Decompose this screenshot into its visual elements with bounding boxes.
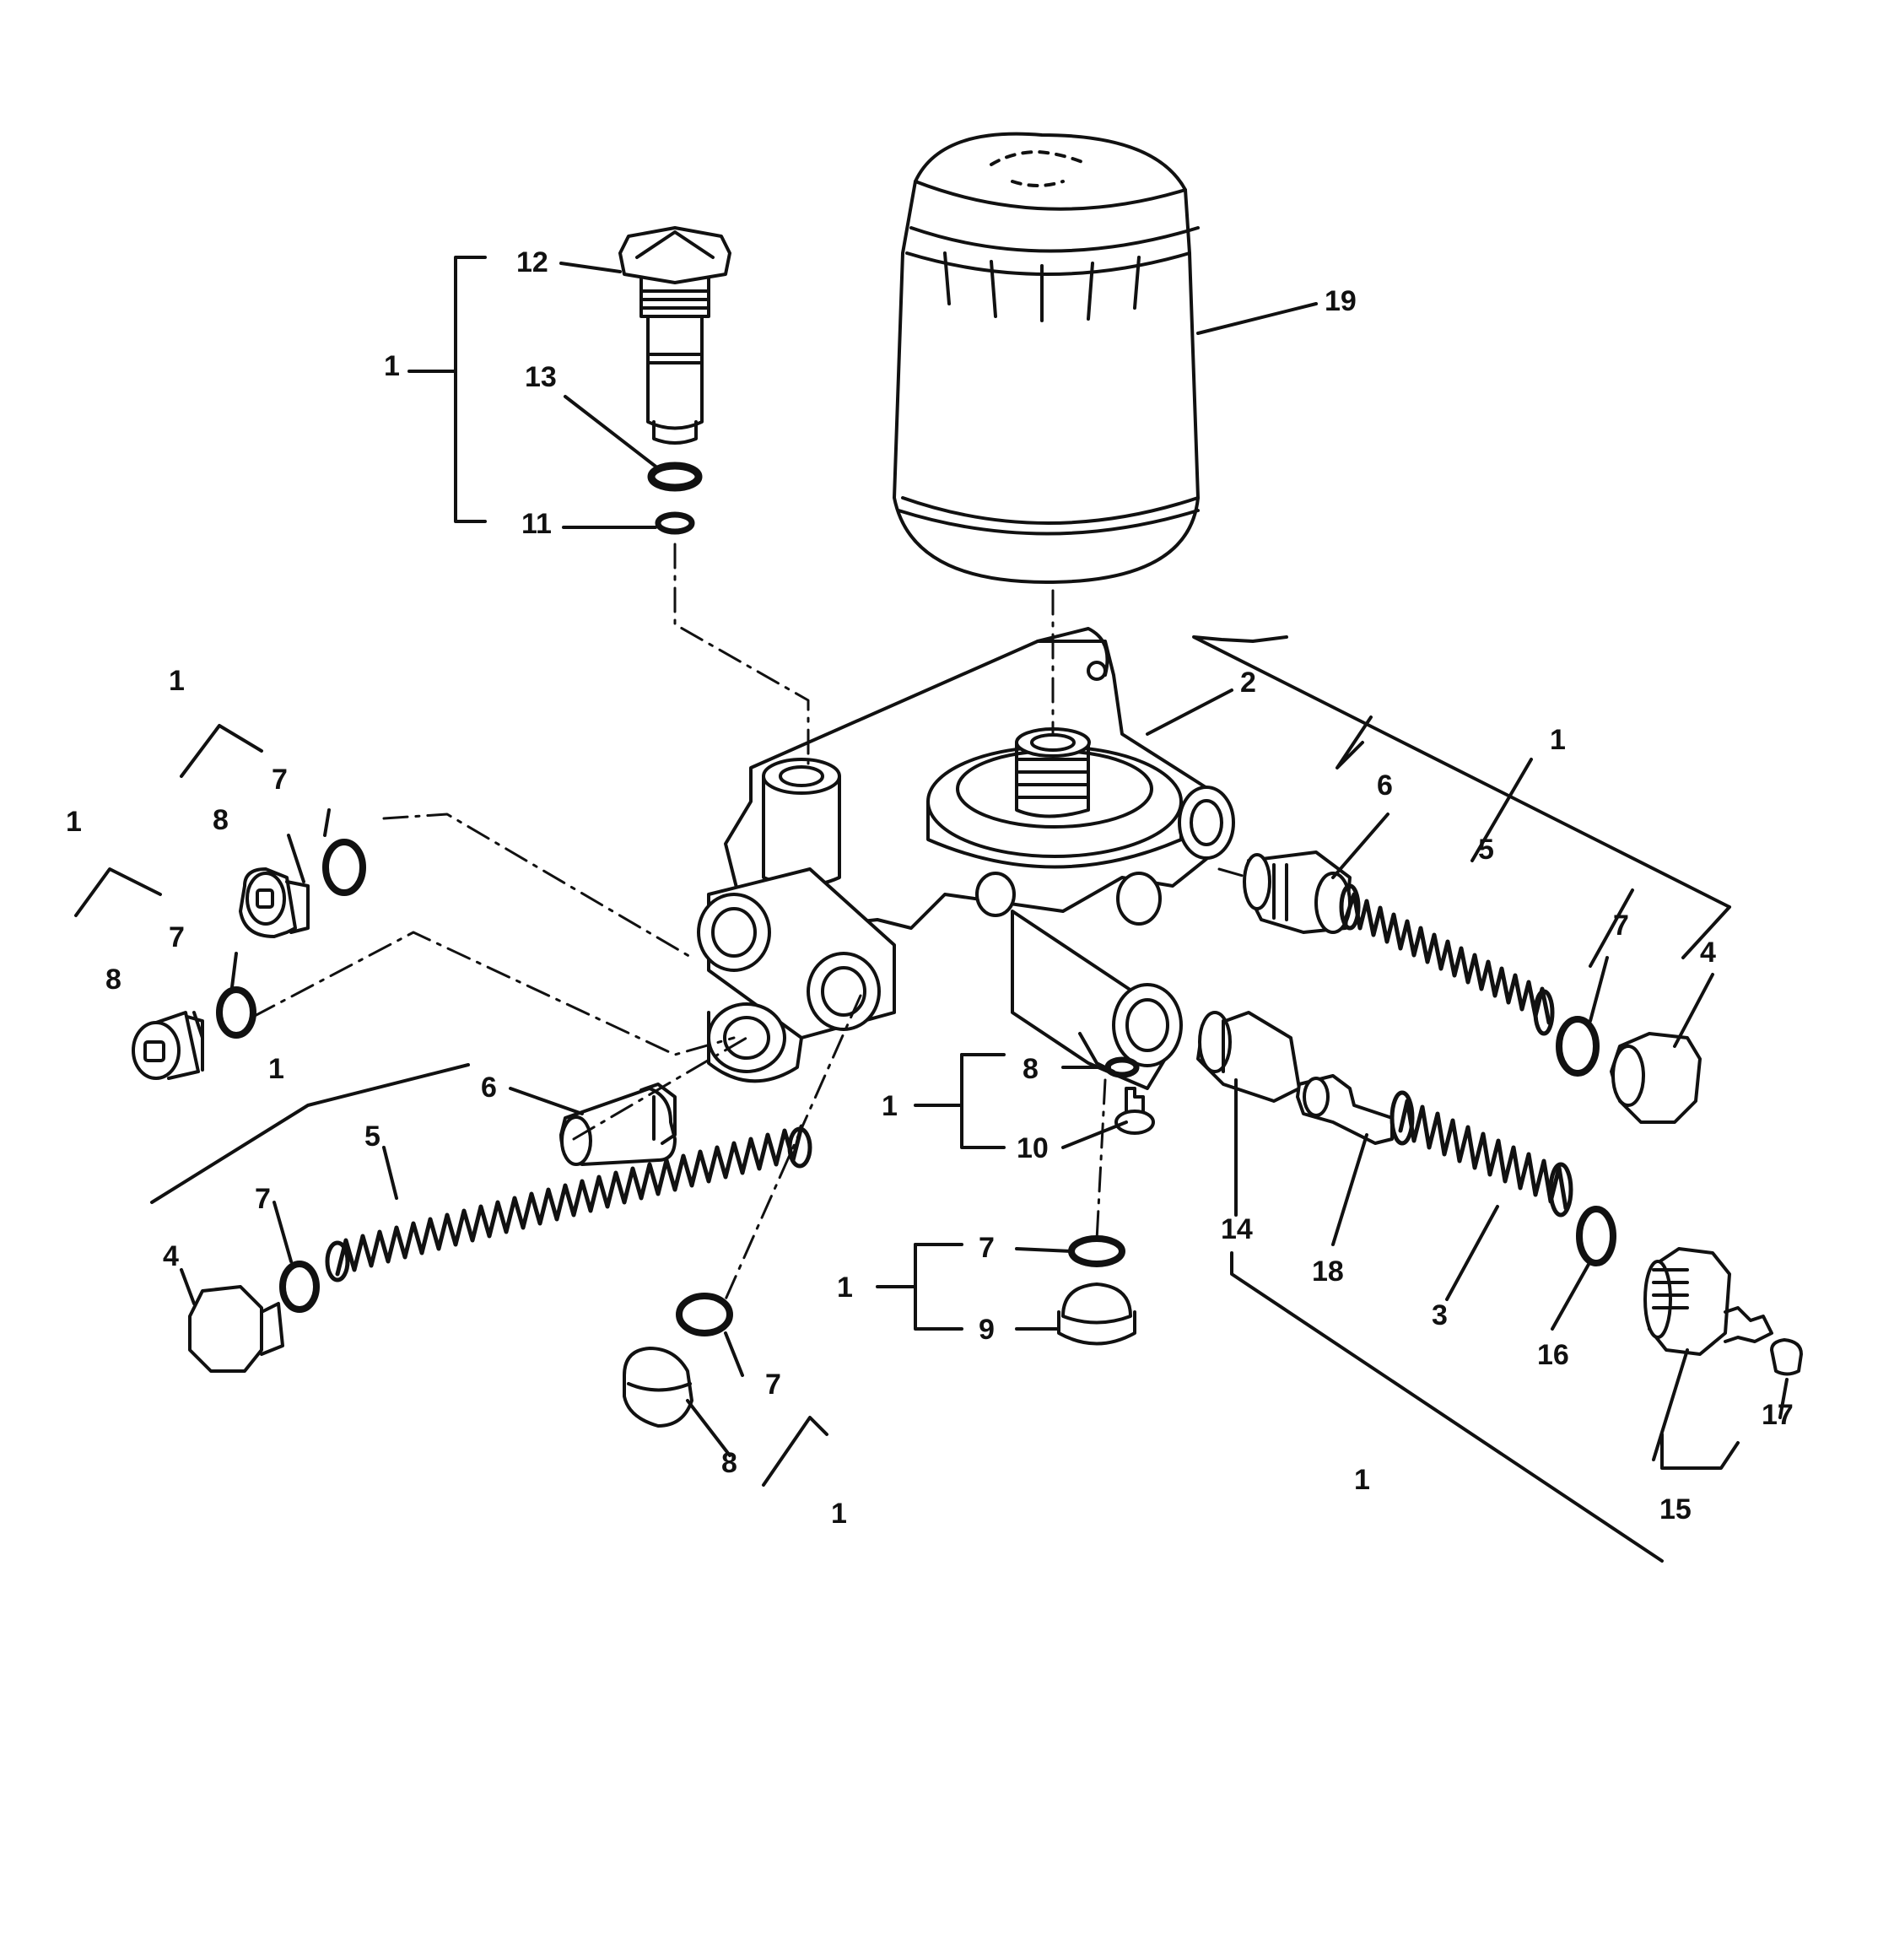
- label-9: 9: [979, 1314, 995, 1346]
- label-4-right: 4: [1700, 937, 1716, 969]
- o-ring-7-center: [1068, 1235, 1125, 1267]
- label-11: 11: [521, 508, 552, 540]
- label-15: 15: [1659, 1493, 1692, 1525]
- label-19: 19: [1325, 285, 1357, 317]
- cap-17: [1770, 1338, 1803, 1376]
- plug-8-upper: [239, 867, 310, 938]
- label-7-right: 7: [1613, 910, 1629, 942]
- label-7-left-low: 7: [255, 1183, 271, 1215]
- assembly-centerlines: [251, 543, 1250, 1301]
- label-8-center: 8: [1023, 1053, 1039, 1085]
- pin-18: [1296, 1074, 1394, 1145]
- label-6-right: 6: [1377, 769, 1393, 802]
- plug-8-mid: [132, 1011, 204, 1080]
- label-14: 14: [1221, 1213, 1253, 1245]
- label-1-center-low: 1: [837, 1272, 853, 1304]
- plug-4-right: [1610, 1032, 1702, 1124]
- label-1-left-upper: 1: [169, 665, 185, 697]
- label-8-left-mid: 8: [105, 964, 121, 996]
- o-ring-13: [647, 462, 703, 492]
- label-17: 17: [1762, 1399, 1794, 1431]
- o-ring-7-mid: [216, 986, 256, 1039]
- label-1-top: 1: [384, 350, 400, 382]
- label-7-left-upper: 7: [272, 764, 288, 796]
- oil-filter-canister: [893, 132, 1200, 584]
- label-18: 18: [1312, 1255, 1344, 1288]
- label-1-bottom: 1: [831, 1498, 847, 1530]
- label-7-bottom: 7: [765, 1369, 781, 1401]
- plug-9: [1057, 1282, 1136, 1346]
- leader-lines: [180, 262, 1789, 1461]
- label-1-left-mid: 1: [66, 806, 82, 838]
- label-12: 12: [516, 246, 548, 278]
- plug-15: [1643, 1247, 1773, 1356]
- label-1-right-upper: 1: [1550, 724, 1566, 756]
- o-ring-11: [655, 511, 695, 535]
- label-7-center: 7: [979, 1232, 995, 1264]
- label-13: 13: [525, 361, 557, 393]
- label-3: 3: [1432, 1299, 1448, 1331]
- brackets: [74, 256, 1740, 1563]
- spring-5-right: [1339, 883, 1555, 1036]
- label-7-left-mid: 7: [169, 921, 185, 953]
- label-8-left-upper: 8: [213, 804, 229, 836]
- label-1-center: 1: [882, 1090, 898, 1122]
- label-1-right-low: 1: [1354, 1464, 1370, 1496]
- label-10: 10: [1017, 1132, 1049, 1164]
- label-5-left: 5: [364, 1120, 380, 1153]
- piston-6-right: [1243, 850, 1352, 934]
- label-5-right: 5: [1478, 834, 1494, 866]
- spring-5-left: [325, 1124, 812, 1282]
- sensor-10: [1114, 1087, 1155, 1135]
- label-8-bottom: 8: [721, 1447, 737, 1479]
- o-ring-16: [1576, 1206, 1616, 1266]
- label-6-left: 6: [481, 1072, 497, 1104]
- o-ring-7-bottom: [676, 1293, 733, 1336]
- filter-head-housing: [697, 627, 1235, 1090]
- adapter-bolt: [618, 226, 731, 445]
- callout-labels: 1 12 13 11 19 2 1 7 8 1 7 8 1 6 5 7 4 1 …: [66, 246, 1794, 1530]
- plug-4-left: [188, 1285, 284, 1373]
- label-4-left: 4: [163, 1240, 179, 1272]
- spring-3: [1389, 1090, 1573, 1218]
- o-ring-7-upper: [322, 839, 366, 896]
- o-ring-7-right: [1556, 1016, 1600, 1077]
- o-ring-7-low-left: [279, 1261, 320, 1313]
- label-2: 2: [1240, 667, 1256, 699]
- sleeve-14: [1196, 1011, 1301, 1103]
- label-16: 16: [1537, 1339, 1569, 1371]
- plug-8-bottom: [623, 1347, 693, 1428]
- label-1-left-low: 1: [268, 1053, 284, 1085]
- piston-6-left: [559, 1083, 677, 1166]
